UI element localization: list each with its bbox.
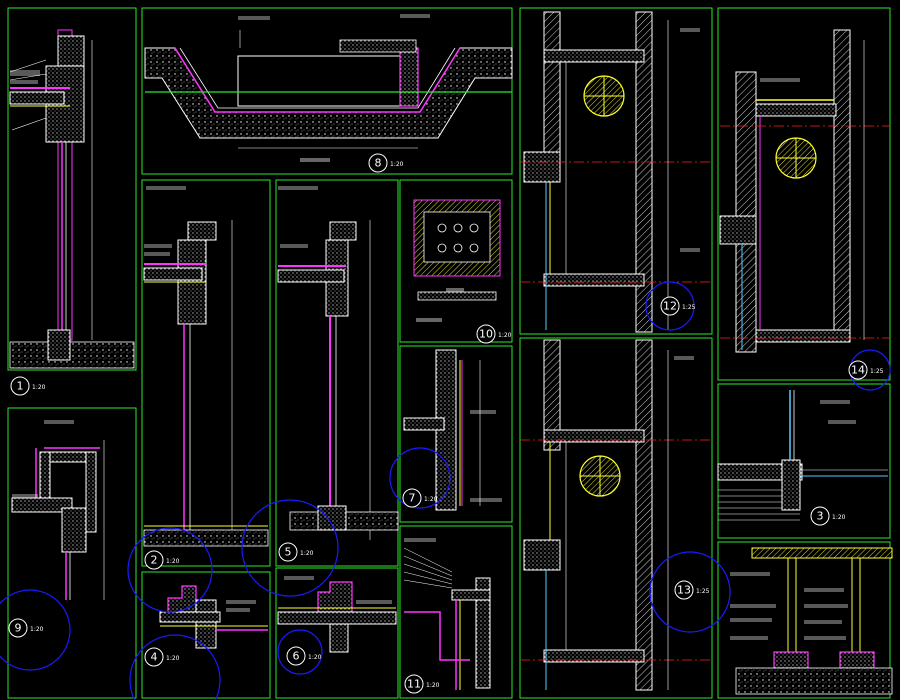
detail-scale: 1:25 [870, 368, 884, 375]
detail-7-drawing [403, 349, 502, 511]
detail-3-drawing [717, 390, 888, 521]
detail-2-drawing [143, 186, 269, 547]
detail-marker-circle [674, 580, 694, 600]
detail-marker-5: 5 1:20 [278, 542, 314, 562]
detail-marker-circle [368, 153, 388, 173]
panel-frame [519, 337, 713, 699]
detail-marker-1: 1 1:20 [10, 376, 46, 396]
panel-frame [519, 7, 713, 335]
panel-frame [7, 407, 137, 699]
panel-frame [399, 179, 513, 343]
detail-marker-14: 14 1:25 [848, 360, 884, 380]
detail-marker-circle [404, 674, 424, 694]
detail-number: 12 [663, 300, 677, 313]
detail-12-drawing [520, 11, 712, 333]
detail-6-drawing [277, 576, 397, 653]
detail-number: 1 [17, 380, 24, 393]
panel-frames [7, 7, 891, 699]
detail-marker-circle [144, 550, 164, 570]
detail-number: 2 [151, 554, 158, 567]
callout-circles [0, 281, 891, 700]
detail-14-drawing [719, 29, 890, 353]
detail-number: 13 [677, 584, 691, 597]
detail-scale: 1:20 [166, 655, 180, 662]
panel-frame [399, 525, 513, 699]
detail-scale: 1:20 [30, 626, 44, 633]
detail-marker-7: 7 1:20 [402, 488, 438, 508]
detail-scale: 1:20 [32, 384, 46, 391]
detail-13-drawing [520, 339, 712, 691]
panel-frame [717, 7, 891, 381]
detail-scale: 1:20 [426, 682, 440, 689]
detail-number: 6 [293, 650, 300, 663]
detail-marker-3: 3 1:20 [810, 506, 846, 526]
panel-frame [141, 7, 513, 175]
detail-marker-circle [402, 488, 422, 508]
detail-scale: 1:20 [390, 161, 404, 168]
detail-marker-circle [286, 646, 306, 666]
panel-frame [399, 345, 513, 523]
panel-frame [275, 179, 399, 567]
detail-number: 3 [817, 510, 824, 523]
detail-marker-circle [848, 360, 868, 380]
panel-frame [141, 179, 271, 567]
detail-number: 10 [479, 328, 493, 341]
detail-scale: 1:20 [300, 550, 314, 557]
detail-11-drawing [403, 538, 491, 690]
detail-marker-circle [8, 618, 28, 638]
detail-number: 14 [851, 364, 865, 377]
detail-marker-circle [278, 542, 298, 562]
detail-number: 5 [285, 546, 292, 559]
detail-marker-circle [10, 376, 30, 396]
detail-marker-12: 12 1:25 [660, 296, 696, 316]
panel-frame [717, 383, 891, 539]
detail-marker-4: 4 1:20 [144, 647, 180, 667]
panel-frame [275, 567, 399, 699]
detail-marker-6: 6 1:20 [286, 646, 322, 666]
detail-number: 4 [151, 651, 158, 664]
detail-scale: 1:20 [832, 514, 846, 521]
detail-marker-8: 8 1:20 [368, 153, 404, 173]
detail-scale: 1:20 [166, 558, 180, 565]
detail-scale: 1:25 [696, 588, 710, 595]
detail-markers: 1 1:20 2 1:20 3 1:20 4 1:20 5 1:20 6 1:20 7 1:20 8 1:20… [8, 153, 884, 694]
panel-frame [141, 571, 271, 699]
detail-8-drawing [144, 14, 513, 162]
detail-10-drawing [413, 199, 501, 322]
detail-scale: 1:20 [424, 496, 438, 503]
detail-marker-2: 2 1:20 [144, 550, 180, 570]
detail-marker-13: 13 1:25 [674, 580, 710, 600]
detail-number: 11 [407, 678, 421, 691]
detail-marker-10: 10 1:20 [476, 324, 512, 344]
detail-4-drawing [159, 585, 268, 649]
detail-1-drawing [9, 29, 135, 369]
detail-scale: 1:20 [308, 654, 322, 661]
pergola-detail-drawing [730, 547, 893, 695]
detail-number: 9 [15, 622, 22, 635]
detail-scale: 1:25 [682, 304, 696, 311]
detail-5-drawing [277, 186, 399, 540]
panel-frame [7, 7, 137, 371]
detail-marker-circle [810, 506, 830, 526]
detail-marker-circle [144, 647, 164, 667]
detail-marker-9: 9 1:20 [8, 618, 44, 638]
detail-marker-circle [660, 296, 680, 316]
detail-marker-circle [476, 324, 496, 344]
detail-marker-11: 11 1:20 [404, 674, 440, 694]
detail-number: 7 [409, 492, 416, 505]
detail-scale: 1:20 [498, 332, 512, 339]
detail-geometry [9, 11, 893, 695]
detail-number: 8 [375, 157, 382, 170]
detail-9-drawing [11, 420, 105, 600]
